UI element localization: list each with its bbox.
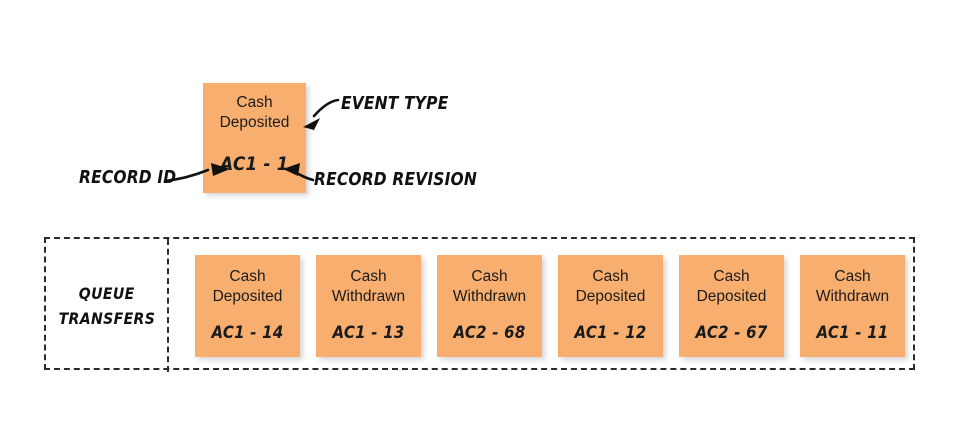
queue-divider — [167, 239, 169, 372]
queue-label-line1: QUEUE — [78, 283, 135, 303]
annotation-record-revision-label: RECORD REVISION — [314, 169, 478, 190]
queue-card-record: AC2 - 68 — [453, 323, 526, 343]
queue-card-record: AC1 - 13 — [332, 323, 405, 343]
queue-card-event-type: Cash Withdrawn — [331, 268, 406, 305]
queue-card-event-type: Cash Withdrawn — [815, 268, 890, 305]
queue-label-line2: TRANSFERS — [58, 308, 155, 328]
legend-event-type-text: Cash Deposited — [219, 94, 290, 131]
queue-card-record: AC2 - 67 — [695, 323, 768, 343]
queue-card-event-type: Cash Deposited — [575, 268, 646, 305]
queue-card: Cash Deposited AC1 - 14 — [195, 255, 300, 357]
legend-event-card: Cash Deposited AC1 - 1 — [203, 83, 306, 193]
queue-card: Cash Withdrawn AC2 - 68 — [437, 255, 542, 357]
queue-transfers-container: QUEUE TRANSFERS Cash Deposited AC1 - 14 … — [44, 237, 915, 372]
event-type-arrow-icon — [303, 98, 340, 130]
queue-card-event-type: Cash Deposited — [212, 268, 283, 305]
queue-card-event-type: Cash Deposited — [696, 268, 767, 305]
annotation-record-id-label: RECORD ID — [79, 167, 177, 188]
queue-card-record: AC1 - 14 — [211, 323, 284, 343]
queue-card: Cash Deposited AC1 - 12 — [558, 255, 663, 357]
queue-card-record: AC1 - 11 — [816, 323, 889, 343]
queue-card: Cash Withdrawn AC1 - 11 — [800, 255, 905, 357]
queue-card-event-type: Cash Withdrawn — [452, 268, 527, 305]
queue-card-record: AC1 - 12 — [574, 323, 647, 343]
queue-transfers-label: QUEUE TRANSFERS — [46, 239, 167, 372]
annotation-event-type-label: EVENT TYPE — [341, 93, 449, 114]
queue-card: Cash Deposited AC2 - 67 — [679, 255, 784, 357]
queue-card: Cash Withdrawn AC1 - 13 — [316, 255, 421, 357]
queue-card-list: Cash Deposited AC1 - 14 Cash Withdrawn A… — [195, 255, 907, 357]
legend-record-text: AC1 - 1 — [220, 153, 289, 175]
